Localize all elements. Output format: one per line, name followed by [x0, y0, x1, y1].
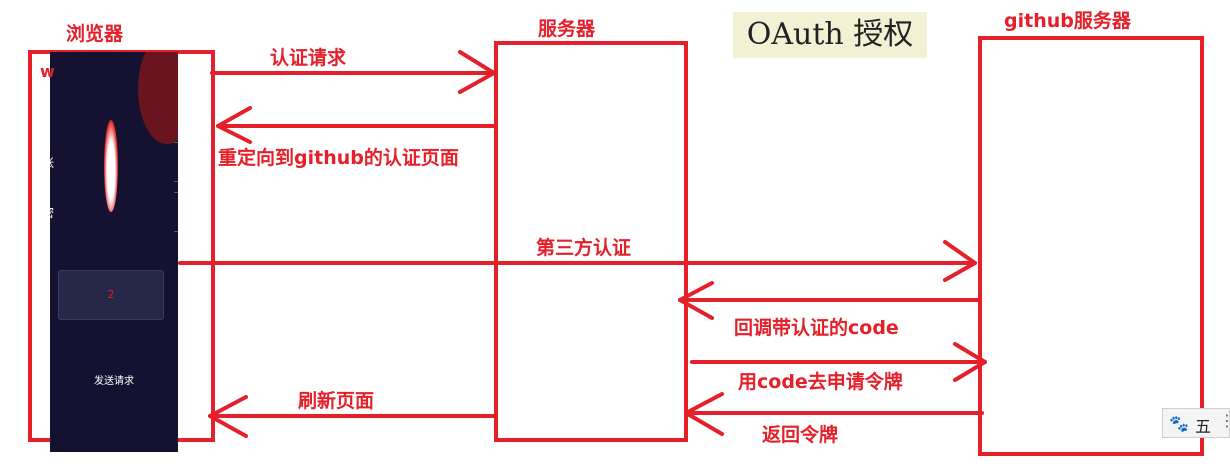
arrow-callback-code	[680, 283, 978, 318]
arrow-auth-request	[212, 52, 494, 92]
ime-mode-char[interactable]: 五	[1195, 413, 1211, 437]
arrow-request-token	[692, 344, 985, 380]
arrow-third-party-auth	[180, 242, 975, 280]
ime-toolbar[interactable]: 🐾 五 ⋮	[1162, 408, 1230, 438]
paw-icon[interactable]: 🐾	[1169, 414, 1189, 433]
arrow-refresh-page	[210, 397, 494, 436]
arrow-return-token	[686, 394, 982, 434]
arrow-redirect	[218, 108, 494, 142]
ime-menu-icon[interactable]: ⋮	[1219, 411, 1230, 430]
